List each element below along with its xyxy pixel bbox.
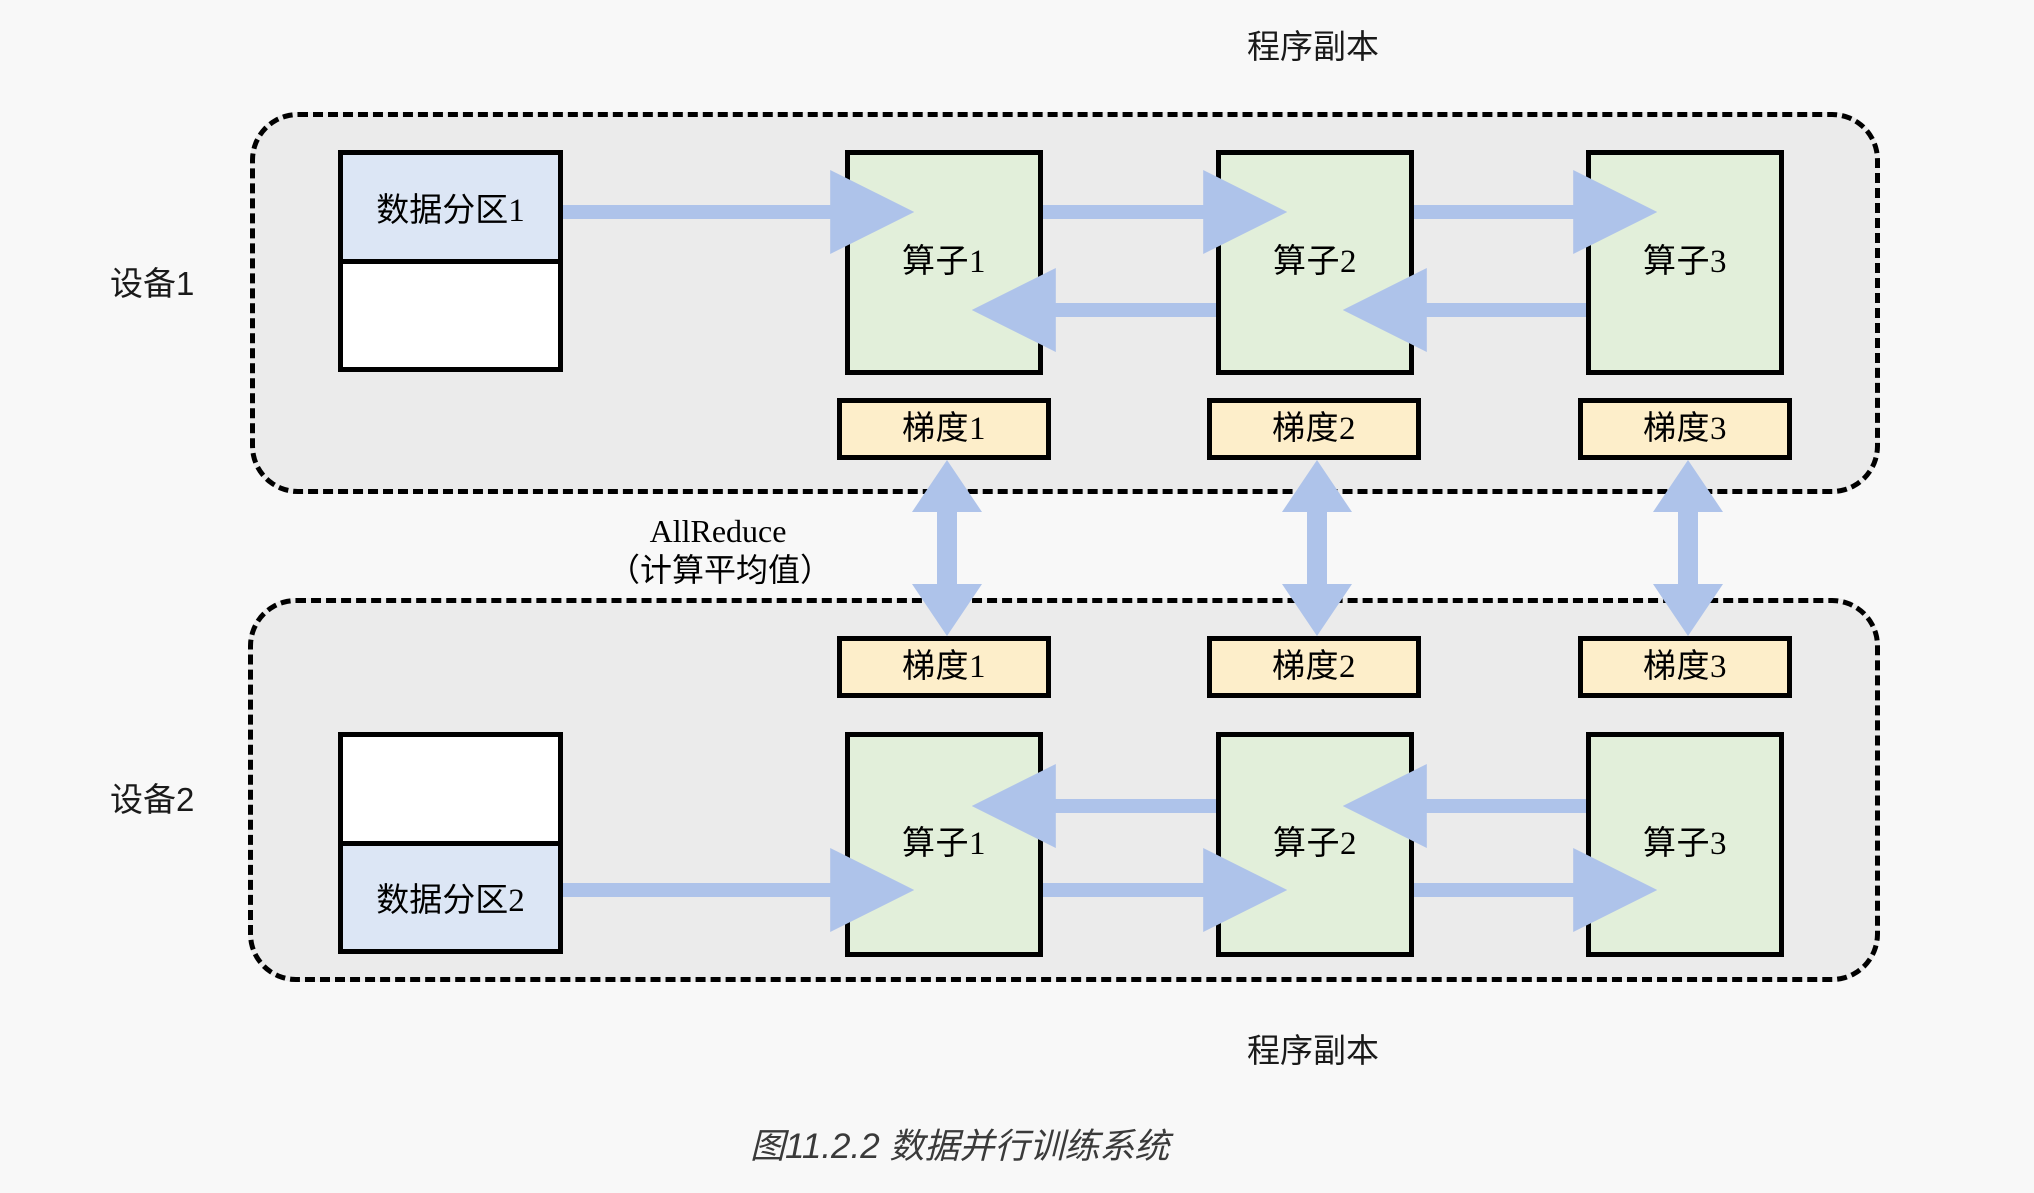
allreduce-label-line1: AllReduce bbox=[649, 513, 787, 549]
device-1-label: 设备1 bbox=[110, 265, 195, 302]
top-program-replica-label: 程序副本 bbox=[1247, 28, 1379, 65]
device-1-gradient-3[interactable]: 梯度3 bbox=[1578, 398, 1792, 460]
device-1-operator-3[interactable]: 算子3 bbox=[1586, 150, 1784, 375]
allreduce-label: AllReduce （计算平均值） bbox=[608, 512, 833, 590]
device-2-gradient-1[interactable]: 梯度1 bbox=[837, 636, 1051, 698]
device-2-gradient-3[interactable]: 梯度3 bbox=[1578, 636, 1792, 698]
figure-caption: 图11.2.2 数据并行训练系统 bbox=[750, 1127, 1170, 1166]
device-2-gradient-2[interactable]: 梯度2 bbox=[1207, 636, 1421, 698]
device-2-operator-1[interactable]: 算子1 bbox=[845, 732, 1043, 957]
device-1-data-partition-empty bbox=[343, 263, 558, 367]
device-2-data-partition-empty bbox=[343, 737, 558, 846]
device-1-operator-2[interactable]: 算子2 bbox=[1216, 150, 1414, 375]
allreduce-label-line2: （计算平均值） bbox=[608, 552, 833, 589]
device-2-operator-3[interactable]: 算子3 bbox=[1586, 732, 1784, 957]
device-2-operator-2[interactable]: 算子2 bbox=[1216, 732, 1414, 957]
device-1-gradient-1[interactable]: 梯度1 bbox=[837, 398, 1051, 460]
device-2-data-block: 数据分区2 bbox=[338, 732, 563, 954]
device-1-data-partition-filled: 数据分区1 bbox=[343, 155, 558, 264]
device-2-label: 设备2 bbox=[110, 781, 195, 818]
device-2-data-partition-filled: 数据分区2 bbox=[343, 845, 558, 949]
device-1-gradient-2[interactable]: 梯度2 bbox=[1207, 398, 1421, 460]
device-1-data-block: 数据分区1 bbox=[338, 150, 563, 372]
device-1-operator-1[interactable]: 算子1 bbox=[845, 150, 1043, 375]
bottom-program-replica-label: 程序副本 bbox=[1247, 1032, 1379, 1069]
